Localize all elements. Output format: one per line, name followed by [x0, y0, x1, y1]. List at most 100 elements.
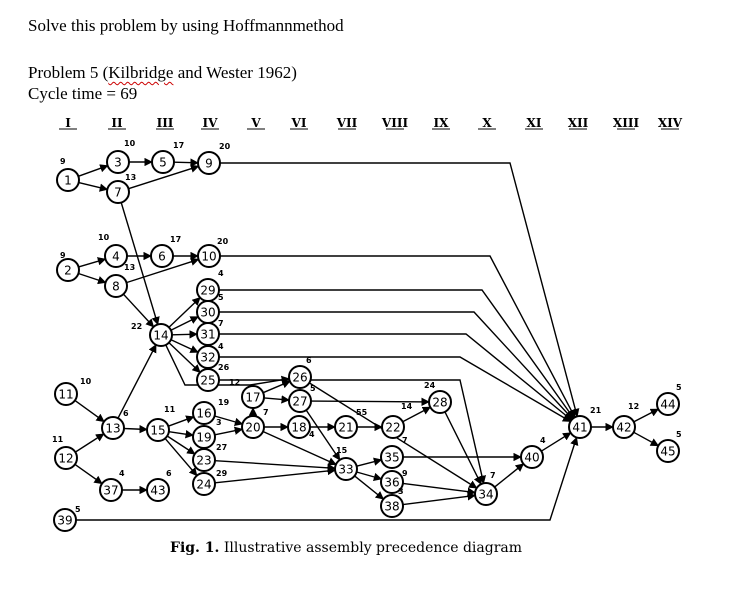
node-40: 404 — [520, 436, 546, 469]
edge-7-to-14 — [120, 202, 160, 326]
node-44: 445 — [656, 383, 682, 416]
problem-reference: Problem 5 (Kilbridge and Wester 1962) — [28, 63, 297, 83]
column-label: XIII — [613, 116, 640, 130]
node-label: 17 — [245, 391, 260, 405]
task-time-label: 20 — [217, 237, 229, 246]
node-circle — [149, 323, 173, 347]
node-label: 31 — [200, 328, 215, 342]
node-circle — [56, 168, 80, 192]
edge-5-to-9 — [173, 158, 199, 167]
task-time-label: 17 — [173, 141, 184, 150]
edge-31-to-41 — [219, 333, 573, 421]
node-label: 1 — [64, 174, 72, 188]
edge-8-to-10 — [126, 257, 200, 284]
task-time-label: 17 — [170, 235, 181, 244]
node-label: 11 — [58, 388, 73, 402]
edge-14-to-30 — [170, 316, 199, 331]
task-time-label: 4 — [309, 430, 315, 439]
node-label: 29 — [200, 284, 215, 298]
task-time-label: 11 — [52, 435, 64, 444]
node-13: 136 — [101, 409, 129, 440]
task-time-label: 29 — [216, 469, 228, 478]
task-time-label: 13 — [125, 173, 136, 182]
node-label: 33 — [338, 463, 353, 477]
node-label: 40 — [524, 451, 539, 465]
node-36: 369 — [380, 469, 408, 494]
edge-1-to-3 — [78, 164, 109, 177]
edge-13-to-15 — [123, 424, 148, 434]
node-circle — [381, 415, 405, 439]
edge-24-to-33 — [214, 466, 336, 484]
edge-7-to-9 — [128, 164, 200, 190]
edge-28-to-34 — [444, 411, 482, 485]
edge-17-to-26 — [262, 380, 291, 394]
node-label: 26 — [292, 371, 307, 385]
node-30: 305 — [196, 293, 224, 324]
node-35: 357 — [380, 436, 408, 469]
node-circle — [192, 448, 216, 472]
edge-15-to-23 — [166, 435, 196, 455]
task-time-label: 3 — [398, 487, 404, 496]
node-label: 37 — [103, 484, 118, 498]
node-circle — [151, 150, 175, 174]
edge-27-to-28 — [310, 397, 430, 407]
problem-authors: Kilbridge — [108, 63, 174, 82]
task-time-label: 5 — [676, 430, 682, 439]
task-time-label: 19 — [218, 398, 230, 407]
edge-27-to-33 — [305, 409, 341, 461]
node-circle — [197, 151, 221, 175]
edge-14-to-29 — [168, 297, 201, 328]
task-time-label: 5 — [676, 383, 682, 392]
node-label: 8 — [112, 280, 120, 294]
node-circle — [104, 274, 128, 298]
task-time-label: 12 — [229, 378, 240, 387]
edge-15-to-19 — [168, 430, 194, 439]
node-39: 395 — [53, 505, 81, 532]
edge-2-to-4 — [78, 257, 107, 268]
edge-9-to-41 — [220, 162, 580, 418]
edges — [74, 157, 660, 521]
task-time-label: 4 — [218, 269, 224, 278]
node-circle — [520, 445, 544, 469]
task-time-label: 12 — [628, 402, 639, 411]
node-circle — [106, 180, 130, 204]
node-circle — [612, 415, 636, 439]
node-circle — [288, 365, 312, 389]
node-circle — [56, 258, 80, 282]
node-label: 18 — [291, 421, 306, 435]
problem-suffix: and Wester 1962) — [173, 63, 297, 82]
edge-34-to-40 — [494, 463, 525, 488]
node-circle — [54, 382, 78, 406]
node-circle — [474, 482, 498, 506]
task-time-label: 6 — [123, 409, 129, 418]
edge-10-to-41 — [220, 255, 576, 419]
node-label: 7 — [114, 186, 122, 200]
task-time-label: 22 — [131, 322, 142, 331]
node-circle — [104, 244, 128, 268]
edge-39-to-41 — [76, 436, 579, 521]
node-label: 24 — [196, 478, 211, 492]
problem-prefix: Problem 5 ( — [28, 63, 109, 82]
node-7: 713 — [106, 173, 136, 204]
task-time-label: 6 — [306, 356, 312, 365]
task-time-label: 20 — [219, 142, 231, 151]
node-circle — [146, 478, 170, 502]
column-label: VII — [336, 116, 358, 130]
node-label: 23 — [196, 454, 211, 468]
node-38: 383 — [380, 487, 404, 518]
task-time-label: 10 — [98, 233, 110, 242]
node-label: 9 — [205, 157, 213, 171]
node-3: 310 — [106, 139, 136, 174]
node-circle — [288, 389, 312, 413]
node-label: 5 — [159, 156, 167, 170]
edge-11-to-13 — [74, 399, 105, 423]
node-circle — [287, 415, 311, 439]
edge-42-to-44 — [633, 408, 660, 423]
